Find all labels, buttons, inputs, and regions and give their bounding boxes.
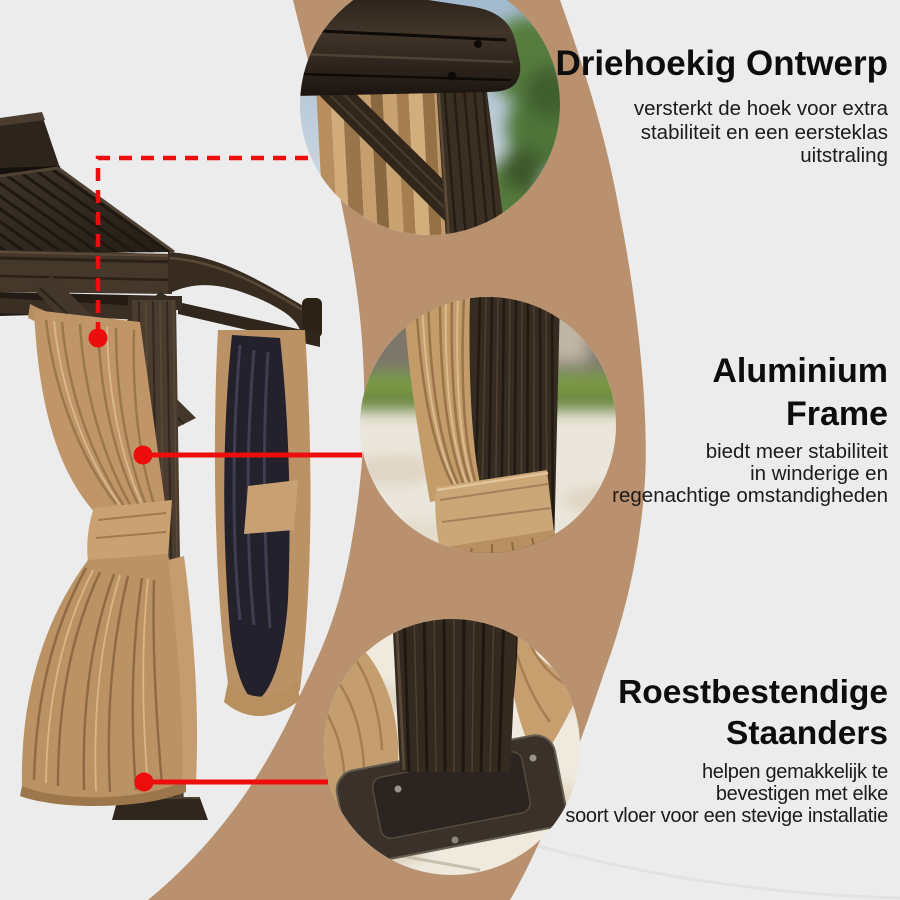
- gazebo-photo: [0, 112, 322, 820]
- screw-hole: [394, 785, 402, 793]
- marker-dot-top: [88, 328, 108, 348]
- leader-dashed-top: [95, 155, 308, 330]
- left-curtain-highlights: [53, 320, 145, 510]
- feature-description-triangular-design: versterkt de hoek voor extra stabiliteit…: [633, 97, 888, 167]
- gutter-end-cap: [302, 298, 322, 338]
- skirt-hem-shadow: [20, 780, 186, 807]
- fascia-highlight: [0, 251, 173, 257]
- fascia-molding: [0, 274, 173, 282]
- feature-title-triangular-design: Driehoekig Ontwerp: [555, 44, 888, 83]
- skirt-highlights: [45, 569, 149, 792]
- brace-grooves: [329, 88, 463, 219]
- bar-molding: [300, 28, 507, 42]
- post-side-curtain: [168, 556, 198, 784]
- left-curtain-folds: [44, 319, 158, 511]
- foot-curtain-right: [508, 619, 580, 764]
- marker-dot-bottom: [134, 772, 154, 792]
- roof-edge-bar: [300, 0, 521, 96]
- corner-diagonal-brace: [320, 82, 470, 222]
- marker-dot-middle: [133, 445, 153, 465]
- bolt-dot: [447, 71, 457, 81]
- feature-description-rust-resistant-posts: helpen gemakkelijk te bevestigen met elk…: [565, 761, 888, 827]
- sash-fold-lines: [439, 483, 552, 523]
- gazebo-gutter-corner: [168, 252, 322, 334]
- sash-folds: [95, 512, 167, 539]
- gazebo-top-tier-cap: [0, 112, 45, 126]
- bolt-dot: [474, 40, 482, 48]
- annotation-leaders: [88, 155, 362, 792]
- bar-molding: [300, 52, 514, 64]
- faint-arc-detail: [499, 833, 900, 900]
- feature-title-rust-resistant-posts: Roestbestendige Staanders: [618, 674, 888, 752]
- gutter-highlight: [169, 256, 307, 314]
- skirt-pleats: [32, 567, 164, 793]
- post-edge-highlight: [436, 83, 451, 235]
- post-grooves: [442, 85, 499, 235]
- dark-curtain-sash: [244, 480, 298, 534]
- feature-description-aluminium-frame: biedt meer stabiliteit in winderige en r…: [612, 440, 888, 507]
- feature-title-aluminium-frame: Aluminium Frame: [712, 352, 888, 433]
- curtain-sash-tie: [87, 500, 172, 562]
- gazebo-top-tier-roof: [0, 115, 60, 175]
- fascia-molding: [0, 256, 173, 264]
- screw-hole: [451, 836, 459, 844]
- sash-highlight: [436, 471, 549, 492]
- foot-post-flutes: [402, 619, 506, 773]
- screw-hole: [529, 754, 537, 762]
- dark-curtain-hem: [224, 680, 300, 716]
- gazebo-fascia: [0, 250, 172, 294]
- foot-post-edge-highlight: [394, 619, 406, 771]
- curtain-tieback-sash: [435, 470, 554, 550]
- roof-hip-edge: [0, 166, 175, 254]
- bar-molding: [300, 72, 512, 82]
